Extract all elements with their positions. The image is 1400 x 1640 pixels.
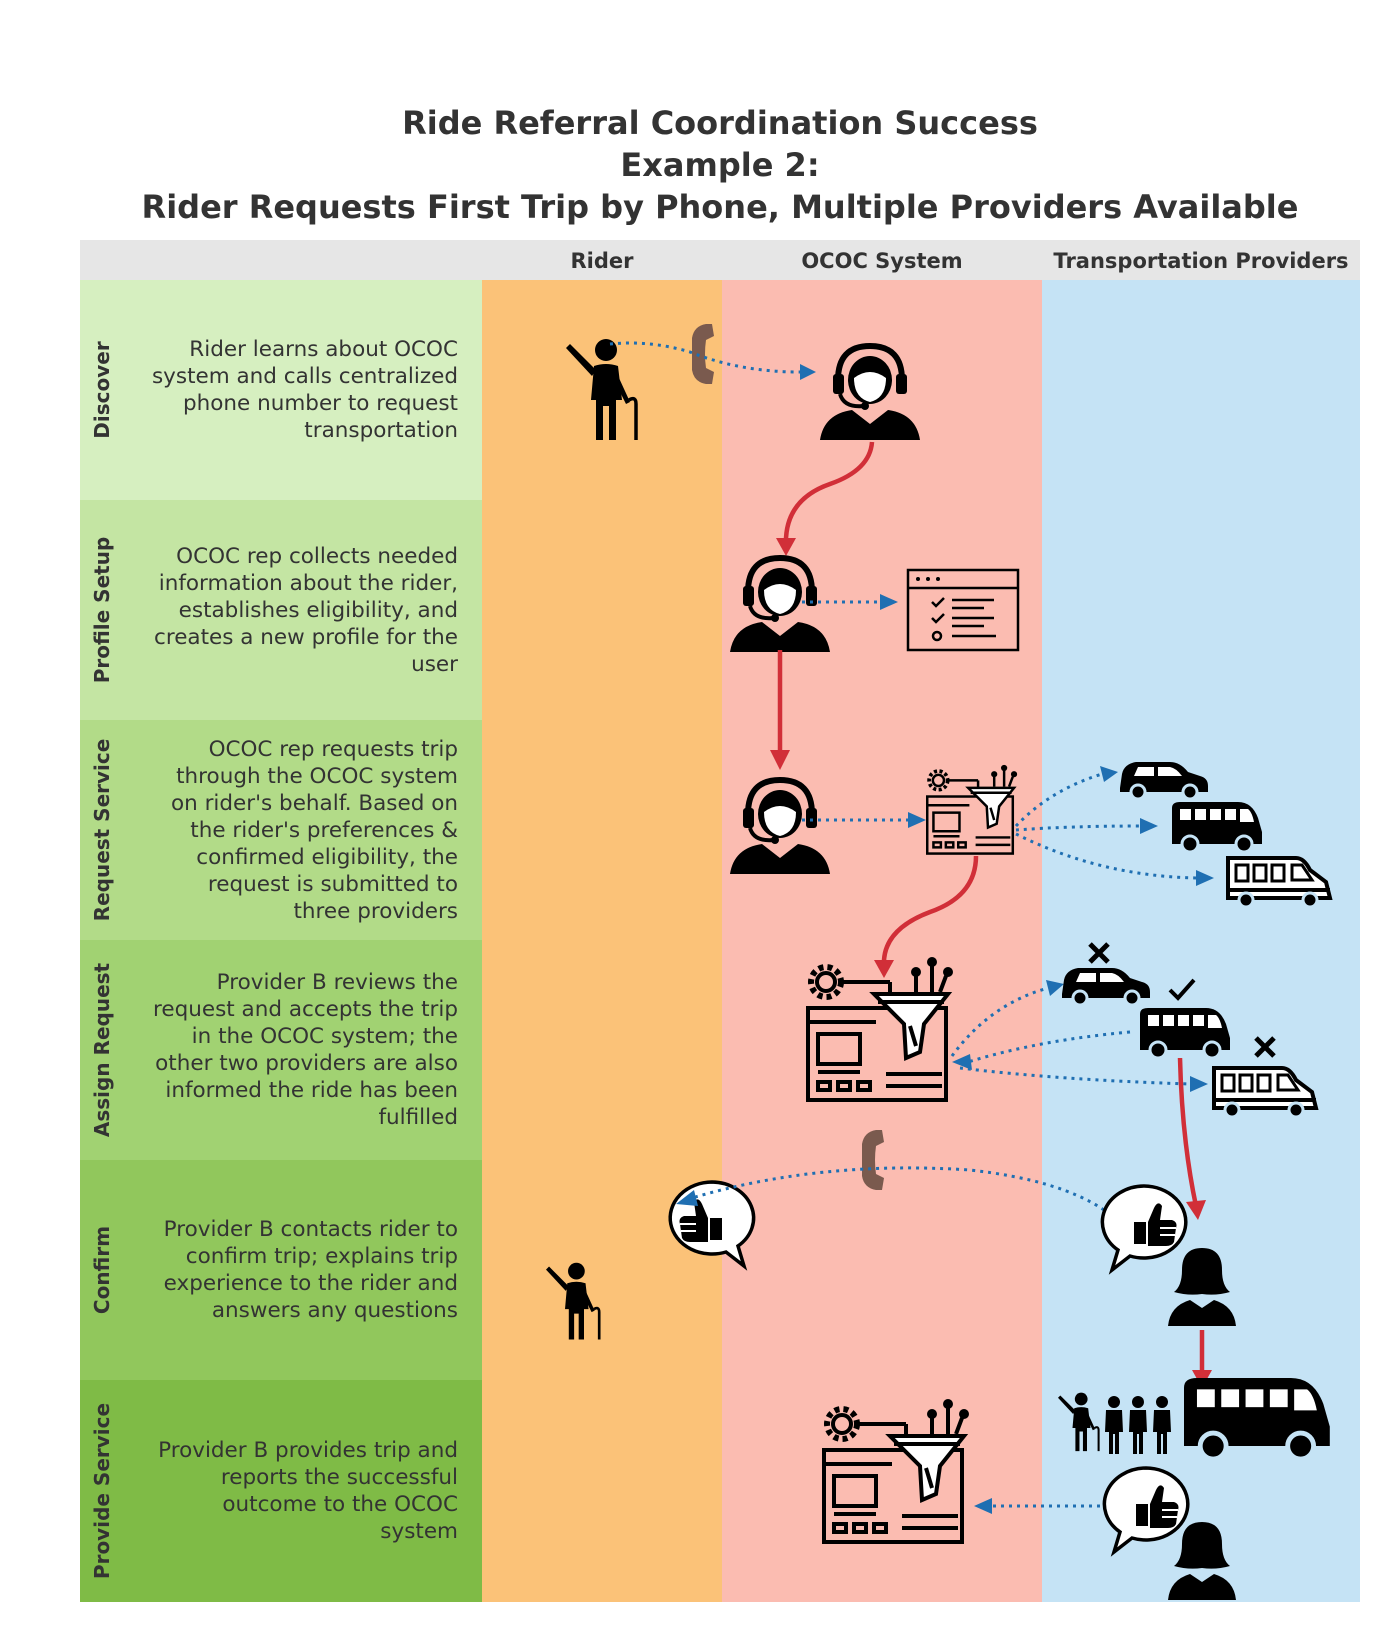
info-arrow [1015,832,1197,880]
call-center-agent-icon [730,780,830,874]
column-header-rider: Rider [570,249,634,273]
column-header-bar [80,240,1360,280]
info-arrowhead [1190,1076,1208,1092]
stage-description: Provider B contacts rider to confirm tri… [163,1217,458,1323]
thumbs-up-bubble-icon [1102,1466,1190,1554]
diagram-title-line-1: Ride Referral Coordination Success [402,104,1038,142]
info-arrowhead [1140,818,1158,834]
stage-description: OCOC rep requests trip through the OCOC … [170,736,458,924]
diagram-title-line-2: Example 2: [620,146,820,184]
info-arrowhead [908,812,926,828]
info-arrow [1014,772,1103,828]
rider-lane [482,280,722,1602]
info-arrow [691,1166,1105,1212]
stage-description: OCOC rep collects needed information abo… [154,543,458,677]
call-center-agent-icon [730,558,830,652]
ococ-system-lane [722,280,1042,1602]
info-arrowhead [1100,766,1118,782]
info-arrow [1015,824,1141,832]
stage-profile-setup: Profile Setup OCOC rep collects needed i… [80,500,482,720]
rejected-x-icon [1254,1036,1276,1058]
bus-icon [1170,800,1264,854]
column-header-ococ-system: OCOC System [801,249,963,273]
info-arrowhead [1046,980,1064,996]
stage-confirm: Confirm Provider B contacts rider to con… [80,1160,482,1380]
elderly-rider-icon [544,1261,601,1341]
rejected-x-icon [1088,942,1110,964]
minivan-icon [1060,966,1152,1007]
info-arrowhead [676,1190,698,1206]
flow-arrowhead [770,750,790,770]
info-arrow [967,1030,1131,1064]
accepted-check-icon [1168,978,1196,1001]
request-system-icon [808,959,951,1100]
info-arrowhead [1196,870,1214,886]
info-arrowhead [952,1054,972,1070]
shuttle-van-icon [1226,856,1332,909]
stage-assign-request: Assign Request Provider B reviews the re… [80,940,482,1160]
flow-arrow [881,855,979,967]
diagram-title-line-3: Rider Requests First Trip by Phone, Mult… [141,188,1299,226]
thumbs-up-bubble-icon [1100,1184,1188,1272]
bus-icon [1184,1378,1330,1459]
flow-arrow [783,441,875,547]
info-arrowhead [974,1498,992,1514]
info-arrow [609,341,801,374]
request-system-icon [824,1401,967,1542]
passengers-icon [1056,1391,1171,1454]
info-arrowhead [880,594,898,610]
phone-handset-icon [692,324,714,384]
shuttle-van-icon [1212,1066,1318,1119]
column-header-transportation-providers: Transportation Providers [1053,249,1349,273]
info-arrowhead [800,364,816,380]
request-system-icon [925,764,1018,856]
flow-arrowhead [1186,1200,1206,1220]
minivan-icon [1118,760,1210,801]
bus-icon [1138,1006,1232,1060]
stage-discover: Discover Rider learns about OCOC system … [80,280,482,500]
thumbs-up-bubble-icon [668,1180,756,1268]
flow-arrowhead [874,960,894,978]
info-arrow [950,986,1049,1057]
phone-handset-icon [862,1130,884,1190]
stage-description: Rider learns about OCOC system and calls… [151,337,458,443]
stage-description: Provider B provides trip and reports the… [158,1438,458,1544]
driver-icon [1168,1248,1236,1326]
info-arrow [959,1066,1191,1086]
flow-arrowhead [776,538,796,556]
driver-icon [1168,1522,1236,1600]
profile-checklist-icon [906,568,1020,652]
stage-provide-service: Provide Service Provider B provides trip… [80,1380,482,1602]
elderly-rider-icon [564,337,638,442]
stage-request-service: Request Service OCOC rep requests trip t… [80,720,482,940]
flow-arrow [1177,1057,1199,1207]
call-center-agent-icon [820,346,920,440]
stage-description: Provider B reviews the request and accep… [152,970,458,1130]
